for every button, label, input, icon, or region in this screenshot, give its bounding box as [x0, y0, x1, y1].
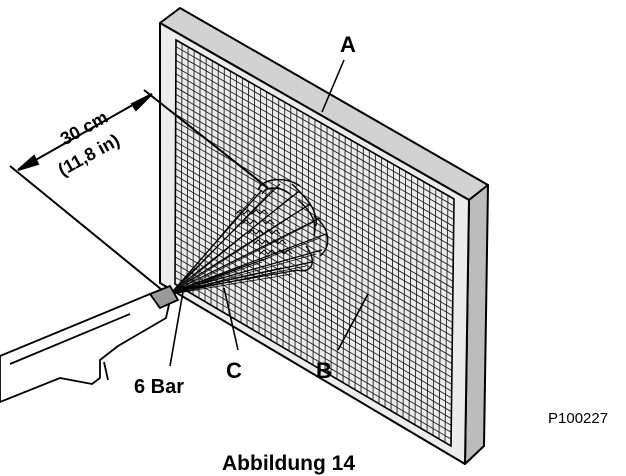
- spray-impact: [257, 179, 329, 272]
- mesh-line: [175, 276, 452, 440]
- mesh-line: [175, 148, 453, 310]
- spray-jet: [171, 267, 283, 293]
- water-spray: [171, 183, 327, 295]
- dimension-arrow-right: [130, 93, 153, 112]
- mesh-line: [175, 100, 454, 262]
- mesh-line: [175, 93, 454, 255]
- mesh-line: [175, 175, 453, 337]
- extension-line-nozzle: [9, 165, 163, 291]
- dimension-arrow-left: [17, 154, 40, 171]
- mesh-line: [175, 195, 453, 358]
- mesh-line: [175, 114, 454, 275]
- mesh-line: [175, 249, 452, 413]
- dimension-line: [17, 93, 153, 171]
- mesh-line: [175, 181, 453, 344]
- mesh-line: [175, 80, 454, 241]
- mesh-line: [175, 161, 453, 323]
- callout-leaders: [169, 59, 369, 367]
- mesh-line: [175, 202, 453, 365]
- mesh-line: [175, 188, 453, 351]
- mesh-line: [175, 270, 452, 433]
- spray-jet: [171, 271, 277, 295]
- mesh-line: [175, 134, 454, 296]
- spray-texture: [235, 209, 293, 255]
- mesh-line: [175, 46, 454, 207]
- mesh-line: [175, 73, 454, 234]
- spray-jet: [171, 217, 321, 293]
- spray-jet: [171, 195, 293, 295]
- filter-mesh: [175, 40, 454, 446]
- mesh-line: [175, 66, 454, 227]
- spray-jet: [171, 273, 293, 295]
- leader-c: [223, 287, 239, 351]
- filter-mesh-border: [174, 38, 455, 448]
- figure-caption: Abbildung 14: [222, 452, 355, 475]
- spray-jet: [171, 221, 315, 295]
- mesh-line: [175, 236, 452, 399]
- mesh-line: [175, 87, 454, 248]
- mesh-line: [175, 263, 452, 426]
- leader-a: [321, 59, 345, 113]
- mesh-line: [175, 229, 452, 392]
- mesh-line: [175, 222, 452, 385]
- spray-jet: [171, 207, 305, 295]
- spray-jet: [171, 187, 275, 295]
- pressure-label: 6 Bar: [134, 376, 184, 398]
- mesh-line: [175, 59, 454, 220]
- leader-b: [337, 293, 369, 351]
- mesh-line: [175, 53, 454, 214]
- callout-a-label: A: [340, 32, 356, 57]
- mesh-line: [175, 242, 452, 406]
- mesh-line: [175, 127, 454, 289]
- spray-jet: [171, 261, 263, 295]
- mesh-line: [175, 107, 454, 269]
- distance-dimension: [9, 89, 269, 291]
- callout-c-label: C: [226, 358, 242, 383]
- extension-line-mesh: [143, 89, 269, 189]
- figure-code: P100227: [548, 410, 608, 427]
- mesh-line: [175, 168, 453, 330]
- spray-jet: [171, 189, 263, 293]
- leader-6bar: [169, 285, 185, 367]
- mesh-line: [175, 120, 454, 282]
- callout-b-label: B: [316, 358, 332, 383]
- spray-jet: [171, 257, 269, 293]
- spray-nozzle: [148, 284, 180, 310]
